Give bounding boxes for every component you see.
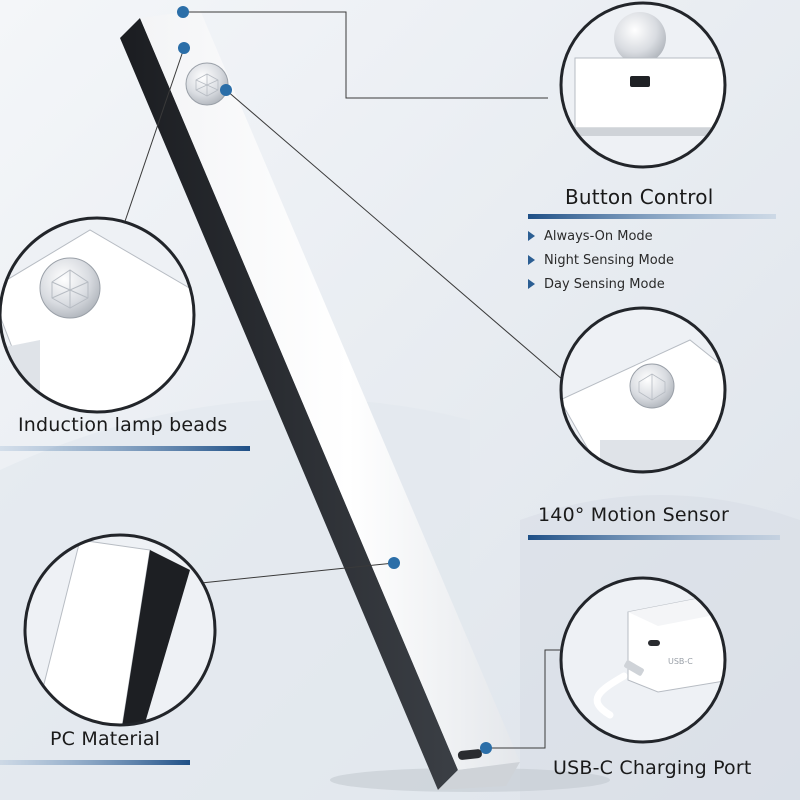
- leader-line-beads: [119, 47, 185, 237]
- usb-c-plug: [624, 660, 644, 676]
- triangle-bullet-icon: [528, 279, 535, 289]
- sensor-facets: [195, 73, 219, 97]
- button-control-label: Button Control: [565, 185, 714, 209]
- mode-button: [630, 76, 650, 87]
- button-closeup: [559, 1, 727, 169]
- anchor-dot: [178, 42, 190, 54]
- anchor-dot: [388, 557, 400, 569]
- leader-line-button: [183, 11, 548, 99]
- material-closeup: [23, 533, 217, 727]
- anchor-dot: [480, 742, 492, 754]
- beads-closeup: [0, 216, 196, 414]
- sensor-closeup: [559, 306, 727, 474]
- leader-line-port: [486, 649, 560, 749]
- mode-list: Always-On Mode Night Sensing Mode Day Se…: [528, 224, 768, 296]
- charging-port-label: USB-C Charging Port: [553, 757, 752, 779]
- charger-marking: USB-C: [668, 657, 693, 666]
- material-label: PC Material: [50, 728, 161, 750]
- leader-line-sensor: [225, 89, 564, 381]
- mode-item: Night Sensing Mode: [528, 248, 768, 272]
- usb-cable: [593, 672, 628, 719]
- label-band-material: [0, 760, 190, 765]
- label-band-beads: [0, 446, 250, 451]
- label-band-button: [528, 214, 776, 219]
- charging-closeup: USB-C: [559, 576, 727, 744]
- triangle-bullet-icon: [528, 231, 535, 241]
- mode-item: Always-On Mode: [528, 224, 768, 248]
- anchor-dot: [177, 6, 189, 18]
- light-bar-face: [140, 10, 520, 770]
- anchor-dot: [220, 84, 232, 96]
- light-bar-edge: [120, 18, 458, 790]
- induction-beads-label: Induction lamp beads: [18, 414, 228, 436]
- usb-c-port: [457, 749, 482, 760]
- motion-sensor-label: 140° Motion Sensor: [538, 504, 729, 526]
- light-bar-end-cap: [438, 762, 520, 790]
- triangle-bullet-icon: [528, 255, 535, 265]
- mode-item: Day Sensing Mode: [528, 272, 768, 296]
- leader-line-material: [181, 562, 395, 586]
- label-band-sensor: [528, 535, 780, 540]
